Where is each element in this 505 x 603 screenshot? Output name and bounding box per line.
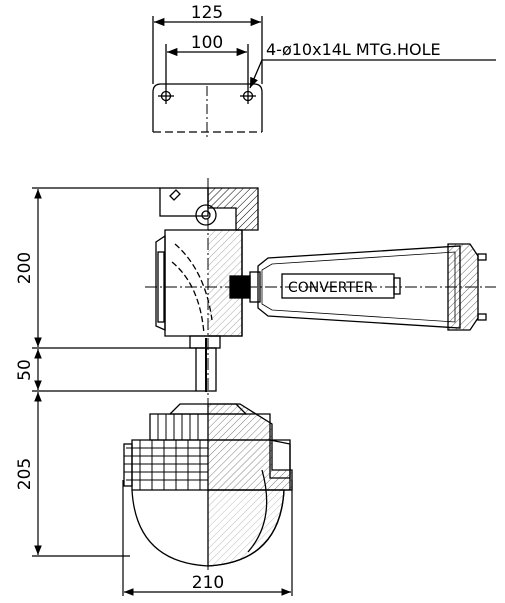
vertical-dimensions bbox=[32, 187, 196, 557]
dim-height-middle: 50 bbox=[15, 359, 35, 381]
bottom-dimension bbox=[122, 480, 293, 596]
dim-bottom-width: 210 bbox=[192, 573, 224, 593]
dim-top-outer: 125 bbox=[191, 3, 223, 23]
dim-height-upper: 200 bbox=[15, 252, 35, 284]
mounting-hole-note: 4-ø10x14L MTG.HOLE bbox=[266, 40, 441, 59]
mounting-bracket-view bbox=[152, 16, 496, 140]
dim-height-lower: 205 bbox=[15, 458, 35, 490]
dim-top-inner: 100 bbox=[191, 33, 223, 53]
converter-label: CONVERTER bbox=[288, 280, 374, 296]
fixture-body bbox=[123, 178, 496, 572]
